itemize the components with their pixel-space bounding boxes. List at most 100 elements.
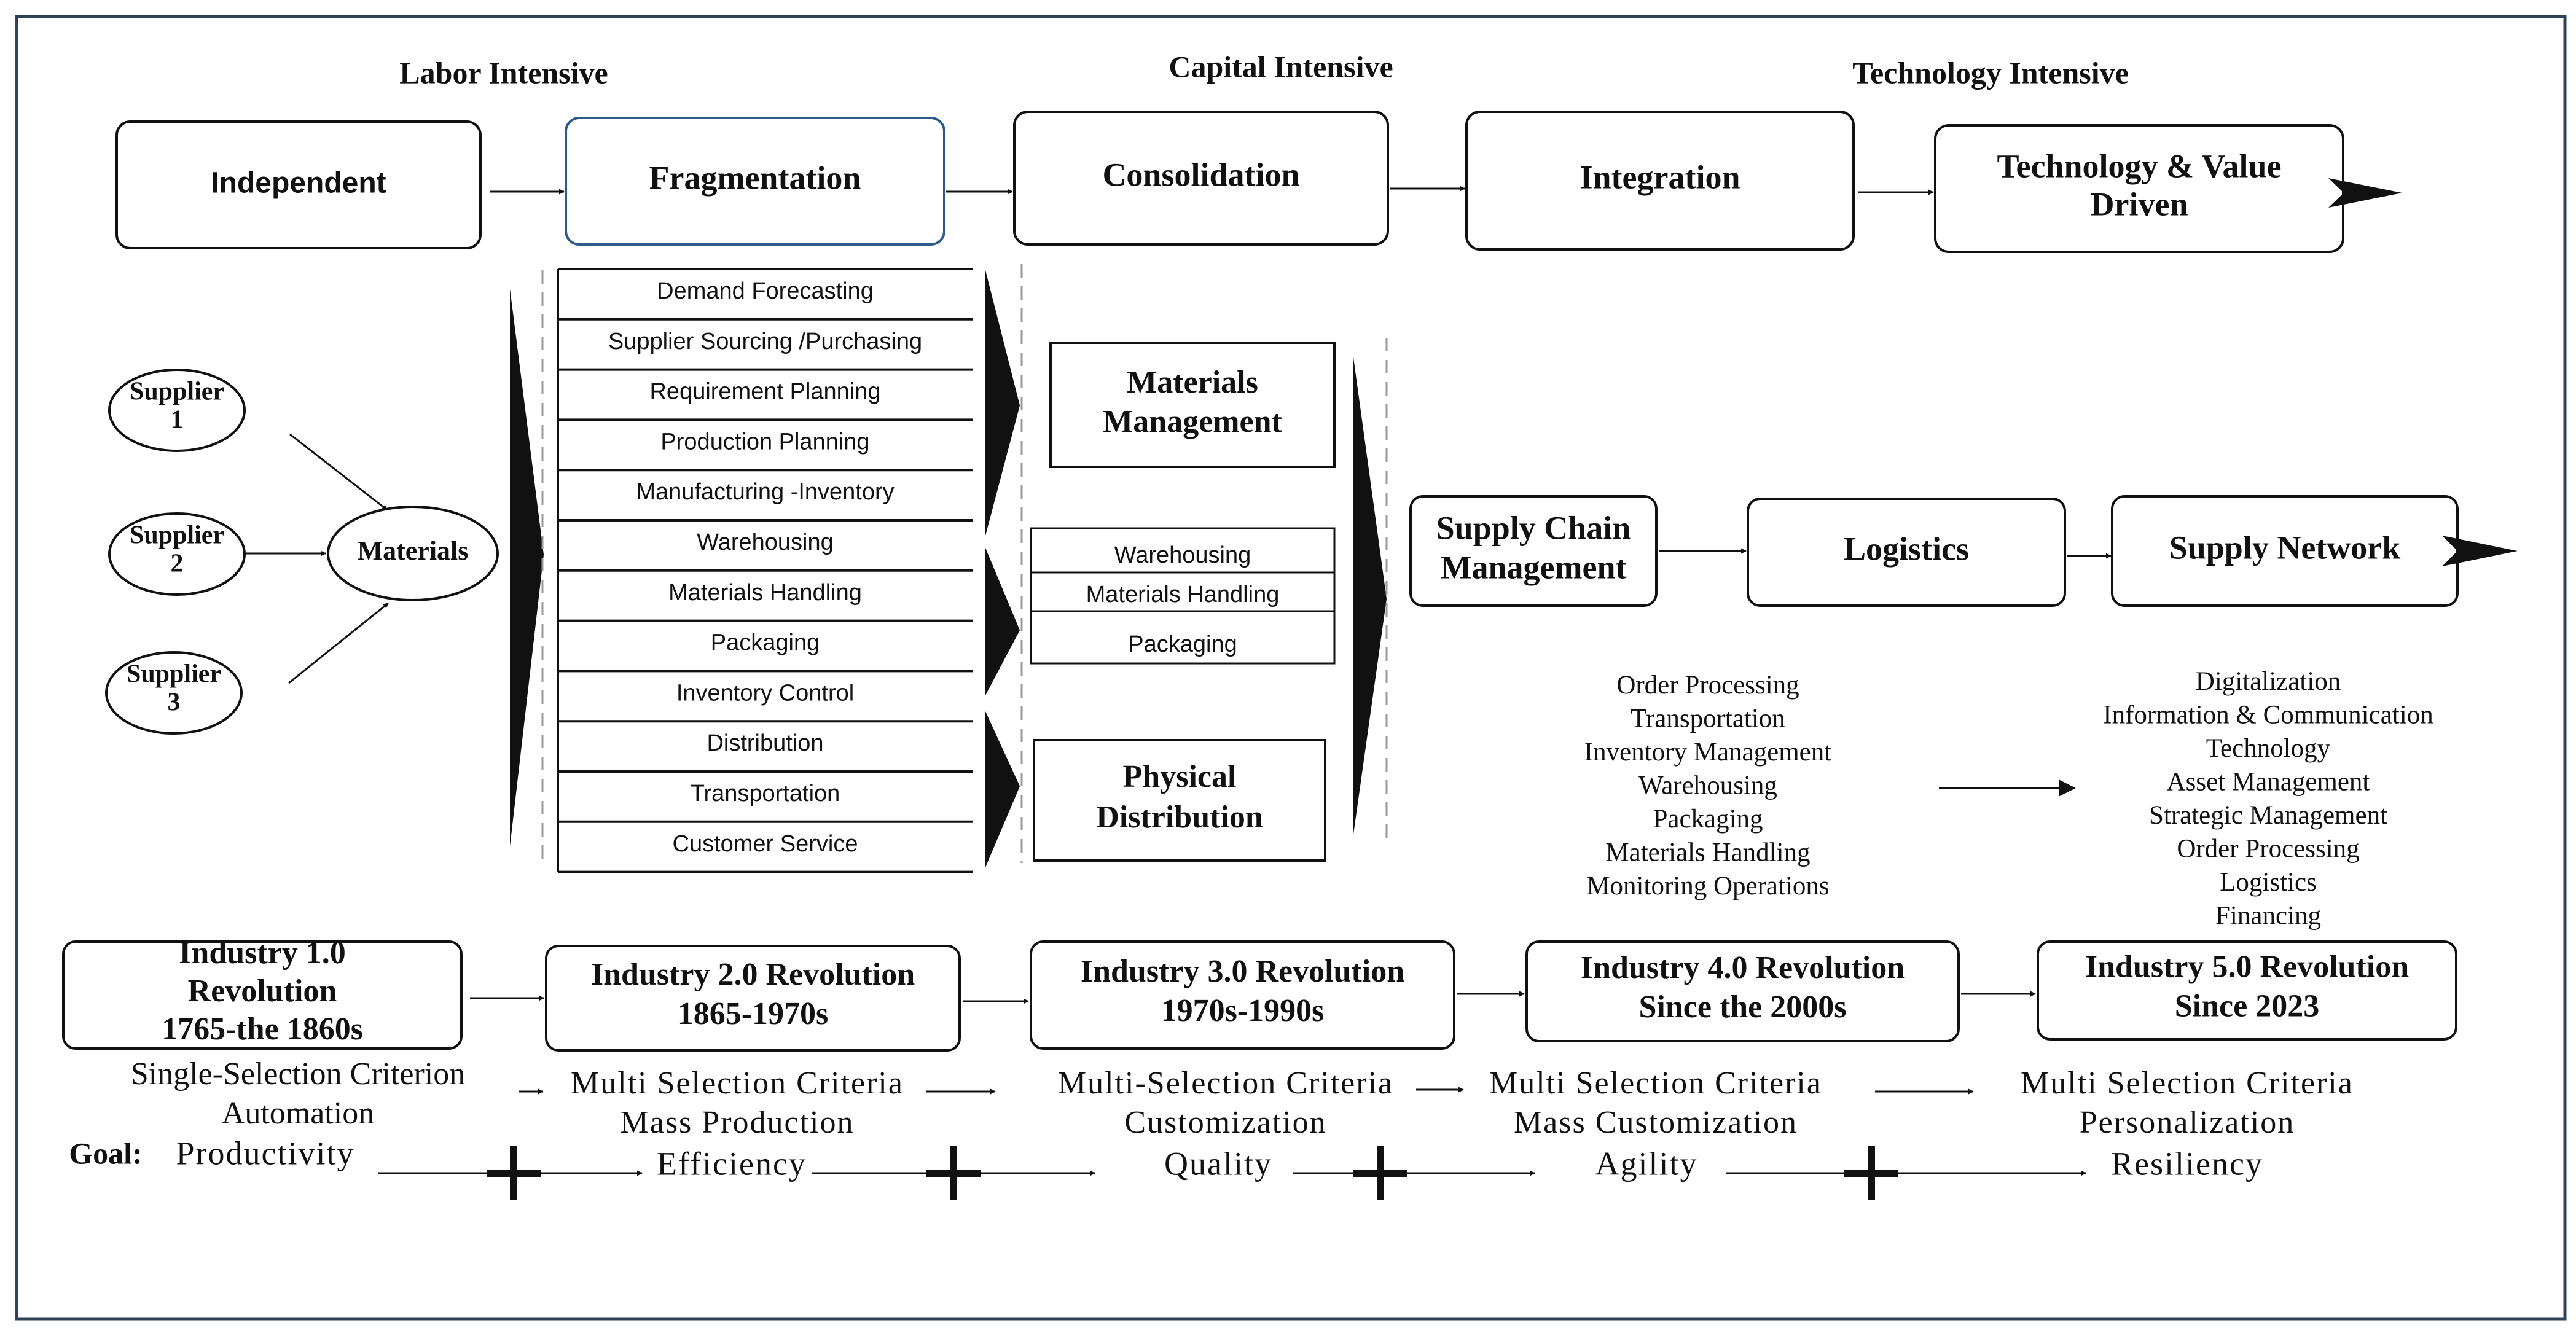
era-heading-labor-intensive: Labor Intensive: [399, 55, 608, 90]
goal-resiliency: Resiliency: [2111, 1145, 2263, 1182]
industry-label: Industry 3.0 Revolution: [1081, 954, 1404, 989]
network-function-order-processing: Order Processing: [2177, 834, 2359, 863]
supplier-label: Supplier: [130, 522, 224, 550]
plus-icon: [1844, 1146, 1898, 1200]
criteria-line: Multi Selection Criteria: [1489, 1066, 1822, 1101]
function-transportation: Transportation: [1631, 704, 1785, 733]
supplier-label: 3: [168, 689, 181, 717]
tail-arrowhead: [2442, 536, 2518, 566]
industry-label: 1865-1970s: [678, 996, 829, 1031]
network-function-logistics: Logistics: [2220, 868, 2317, 897]
materials-ellipse: [327, 506, 499, 601]
activity-manufacturing-inventory: Manufacturing -Inventory: [636, 479, 894, 505]
function-inventory-management: Inventory Management: [1584, 738, 1831, 767]
integration-label: Logistics: [1844, 530, 1969, 567]
goal-label: Goal:: [69, 1136, 142, 1170]
goals-row: Goal: Productivity Efficiency Quality Agilit…: [69, 1135, 2263, 1200]
plus-icon: [926, 1146, 981, 1200]
integration-label: Supply Chain: [1436, 509, 1631, 546]
activity-inventory-control: Inventory Control: [676, 680, 854, 706]
plus-icon: [1353, 1146, 1407, 1200]
supplier-1-ellipse: [108, 369, 246, 452]
industry-label: Industry 4.0 Revolution: [1581, 950, 1905, 985]
integration-box-supply-chain-management: [1409, 495, 1658, 607]
industry-label: Industry 1.0: [179, 936, 346, 971]
function-packaging: Packaging: [1653, 805, 1763, 834]
industry-box-2: [545, 945, 961, 1052]
activity-demand-forecasting: Demand Forecasting: [657, 278, 874, 304]
selection-criteria: Single-Selection CriterionAutomationMult…: [131, 1057, 2354, 1140]
criteria-line: Mass Production: [621, 1105, 855, 1140]
physical-distribution-label: Physical: [1123, 759, 1237, 794]
goal-quality: Quality: [1164, 1145, 1272, 1182]
network-function-strategic-management: Strategic Management: [2149, 801, 2387, 830]
stage-box-integration: [1465, 111, 1855, 251]
activity-customer-service: Customer Service: [673, 831, 858, 857]
activity-packaging: Packaging: [711, 630, 820, 656]
criteria-line: Mass Customization: [1514, 1105, 1798, 1140]
chevron-to-warehousing-group: [985, 548, 1020, 695]
stage-box-consolidation: [1013, 111, 1389, 246]
network-function-financing: Financing: [2215, 901, 2321, 930]
stage-label: Independent: [211, 167, 386, 200]
activity-distribution: Distribution: [707, 730, 823, 756]
function-materials-handling: Materials Handling: [1605, 838, 1810, 867]
function-monitoring-operations: Monitoring Operations: [1586, 872, 1829, 900]
stage-box-fragmentation: [565, 117, 945, 246]
network-function-digitalization: Digitalization: [2196, 667, 2341, 696]
physical-distribution-label: Distribution: [1096, 800, 1263, 835]
warehousing-group-box: [1030, 527, 1336, 665]
criteria-line: Personalization: [2080, 1105, 2295, 1140]
supplier-3-ellipse: [105, 651, 243, 735]
big-chevron-left: [510, 289, 544, 846]
industry-box-1: [62, 940, 463, 1050]
industry-label: 1970s-1990s: [1161, 993, 1325, 1028]
chevron-to-materials-management: [985, 270, 1020, 536]
supplier-label: Supplier: [130, 378, 224, 406]
big-chevron-right: [1353, 353, 1387, 838]
industry-label: Since 2023: [2175, 988, 2319, 1023]
integration-functions: Order ProcessingTransportationInventory …: [1584, 671, 2076, 900]
industry-box-5: [2037, 940, 2457, 1041]
industry-label: 1765-the 1860s: [162, 1012, 363, 1047]
function-order-processing: Order Processing: [1616, 671, 1799, 700]
outer-frame: [15, 15, 2567, 1321]
criteria-line: Customization: [1124, 1105, 1326, 1140]
activity-transportation: Transportation: [691, 781, 840, 807]
activity-materials-handling: Materials Handling: [668, 580, 862, 606]
criteria-line: Multi Selection Criteria: [571, 1066, 904, 1101]
activity-production-planning: Production Planning: [660, 429, 869, 455]
criteria-line: Multi-Selection Criteria: [1058, 1066, 1393, 1101]
chevron-to-physical-distribution: [985, 711, 1020, 867]
supplier-label: 2: [171, 550, 184, 578]
criteria-line: Multi Selection Criteria: [2021, 1066, 2354, 1101]
industry-label: Revolution: [188, 974, 337, 1009]
materials-management-box: [1049, 342, 1336, 468]
connector-arrow: [289, 433, 388, 511]
materials-management-label: Management: [1103, 404, 1282, 439]
stage-label: Driven: [2091, 186, 2188, 222]
function-warehousing: Warehousing: [1638, 771, 1777, 800]
connector-arrow: [288, 602, 389, 684]
stage-label: Consolidation: [1102, 156, 1299, 193]
consolidation-item-materials-handling: Materials Handling: [1086, 582, 1280, 607]
integration-label: Supply Network: [2169, 529, 2401, 566]
network-function-technology: Technology: [2206, 734, 2331, 763]
criteria-line: Automation: [222, 1096, 374, 1131]
activity-warehousing: Warehousing: [697, 529, 834, 555]
activity-requirement-planning: Requirement Planning: [649, 379, 880, 405]
goal-agility: Agility: [1595, 1145, 1697, 1182]
industry-label: Since the 2000s: [1639, 990, 1847, 1025]
goal-efficiency: Efficiency: [657, 1145, 807, 1182]
goal-productivity: Productivity: [176, 1135, 355, 1171]
stage-label: Fragmentation: [649, 159, 861, 196]
integration-label: Management: [1441, 549, 1627, 585]
consolidation-item-warehousing: Warehousing: [1114, 542, 1251, 568]
supplier-label: Supplier: [127, 660, 221, 689]
materials-label: Materials: [358, 536, 469, 566]
stage-box-independent: [115, 120, 482, 249]
